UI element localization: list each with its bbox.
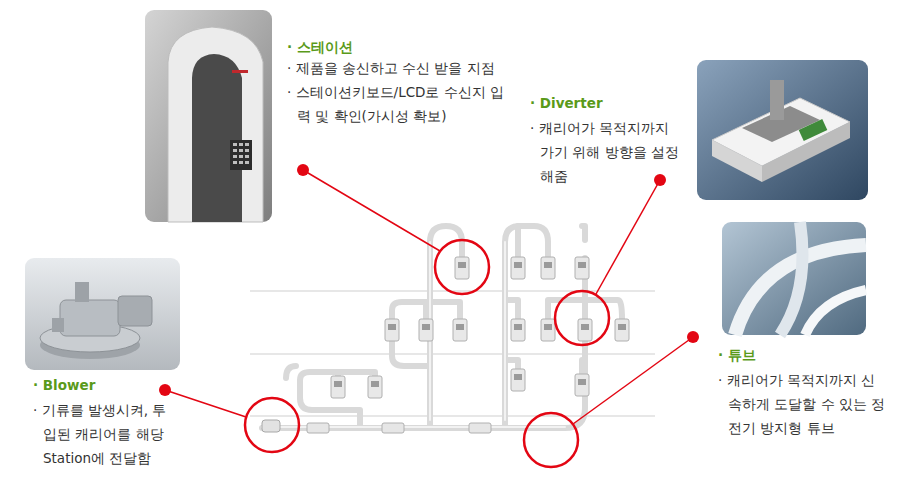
callout-title: · Blower [33, 373, 183, 397]
station-photo [145, 10, 272, 222]
leader-line [165, 170, 693, 424]
tube-photo [722, 222, 866, 335]
tube-highlight [262, 242, 565, 427]
callout-title: · 튜브 [718, 343, 888, 367]
tube-network [262, 226, 622, 428]
mini-station [331, 257, 629, 398]
leader-dot [159, 164, 699, 396]
callout-circle [245, 240, 609, 467]
mini-diverter [262, 420, 491, 433]
callout-text: · 스테이션키보드/LCD로 수신지 입력 및 확인(가시성 확보) [287, 80, 509, 128]
callout-text: · 기류를 발생시켜, 투입된 캐리어를 해당 Station에 전달함 [33, 398, 180, 470]
callout-text: · 캐리어가 목적지까지 가기 위해 방향을 설정해줌 [530, 116, 687, 188]
callout-text: · 캐리어가 목적지까지 신속하게 도달할 수 있는 정전기 방지형 튜브 [718, 368, 886, 440]
floor-line [250, 291, 655, 416]
callout-text: · 제품을 송신하고 수신 받을 지점 [287, 56, 507, 80]
diverter-photo [697, 60, 868, 200]
callout-title: · 스테이션 [287, 35, 507, 59]
callout-title: · Diverter [530, 91, 690, 115]
blower-photo [25, 258, 180, 370]
